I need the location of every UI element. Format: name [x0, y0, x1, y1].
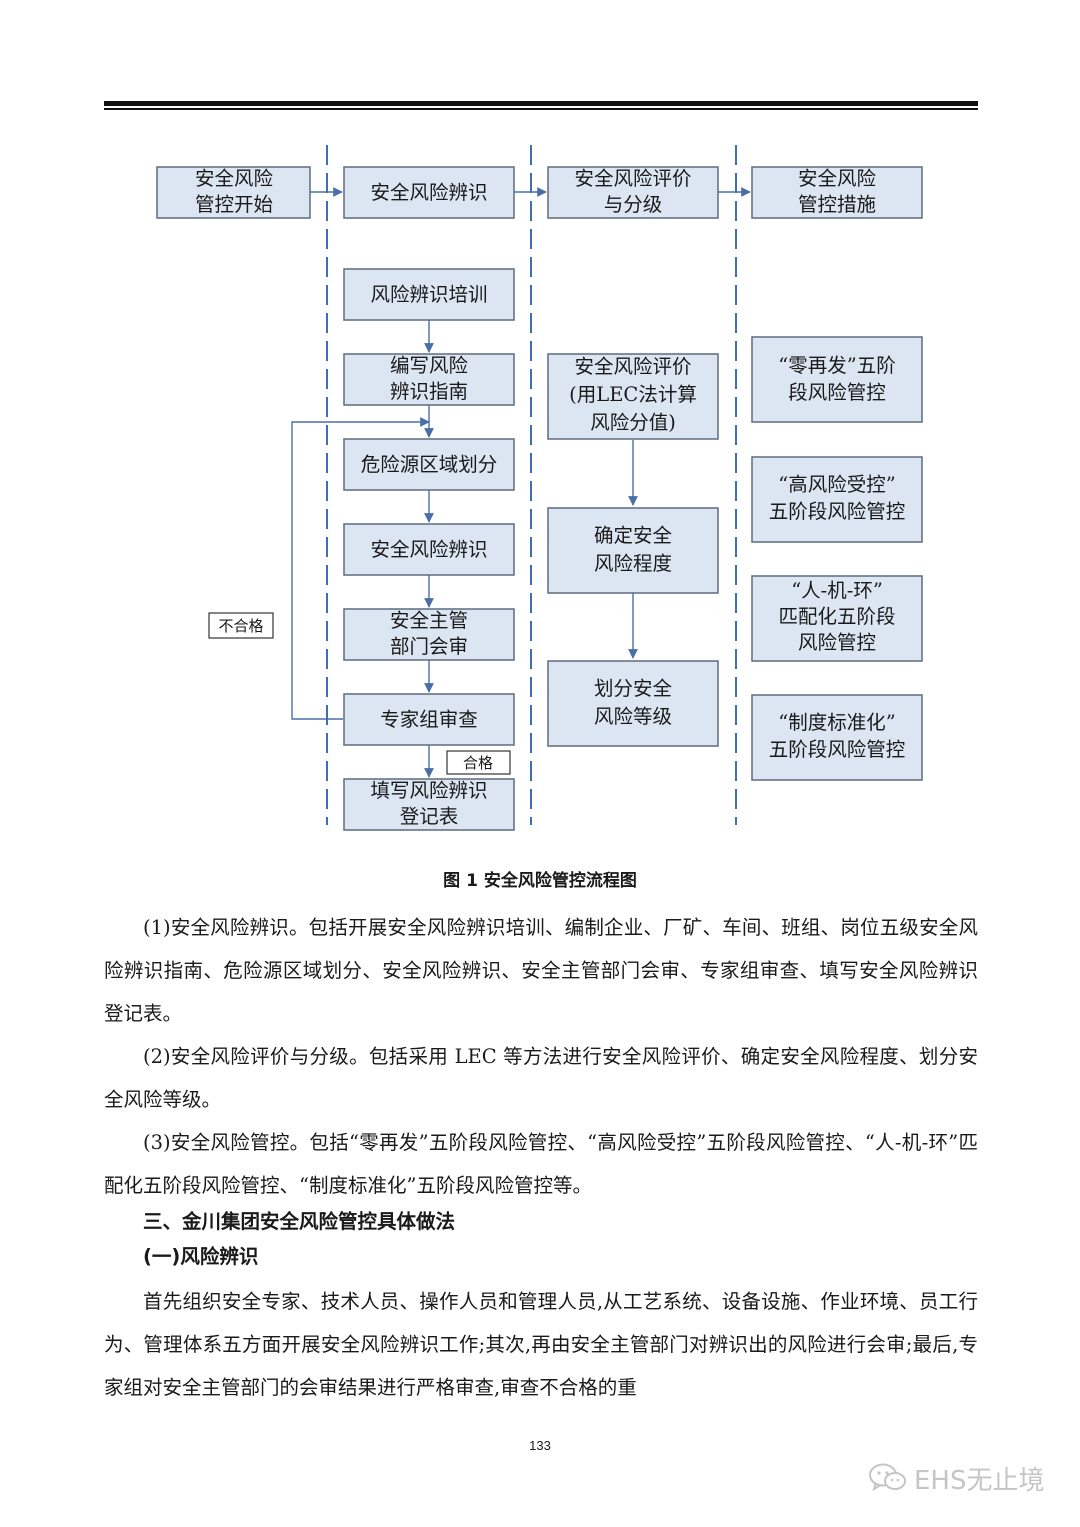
c1-step-register: 填写风险辨识登记表 [343, 778, 515, 831]
header-rule-thin [104, 108, 978, 110]
c3-item-zero-recurrence-text: “零再发”五阶段风险管控 [778, 354, 895, 404]
fail-tag-text: 不合格 [218, 617, 263, 635]
c3-item-man-machine-env: “人-机-环”匹配化五阶段风险管控 [751, 575, 923, 662]
col1-header-box: 安全风险辨识 [343, 166, 515, 219]
paragraph-3: (3)安全风险管控。包括“零再发”五阶段风险管控、“高风险受控”五阶段风险管控、… [104, 1131, 978, 1197]
c1-step-zoning: 危险源区域划分 [343, 438, 515, 491]
c2-step-evaluate: 安全风险评价(用LEC法计算风险分值) [547, 353, 719, 440]
page-number: 133 [529, 1438, 551, 1453]
col1-header-text: 安全风险辨识 [370, 181, 487, 204]
c2-step-degree: 确定安全风险程度 [547, 507, 719, 594]
pass-tag: 合格 [446, 750, 511, 775]
col2-header-text: 安全风险评价与分级 [574, 167, 691, 216]
col3-header-text: 安全风险管控措施 [798, 167, 877, 216]
header-rule-thick [104, 101, 978, 106]
c1-step-training-text: 风险辨识培训 [370, 283, 487, 306]
section-heading: 三、金川集团安全风险管控具体做法 [143, 1210, 456, 1233]
c3-item-standardization-text: “制度标准化”五阶段风险管控 [769, 711, 906, 761]
wechat-icon [869, 1463, 906, 1492]
c3-item-zero-recurrence: “零再发”五阶段风险管控 [751, 336, 923, 423]
feedback-loop-line [291, 417, 430, 720]
c1-step-review-text: 安全主管部门会审 [390, 609, 468, 658]
c1-step-guide-text: 编写风险辨识指南 [390, 354, 469, 403]
paragraph-2: (2)安全风险评价与分级。包括采用 LEC 等方法进行安全风险评价、确定安全风险… [104, 1045, 978, 1111]
c2-step-grade: 划分安全风险等级 [547, 660, 719, 747]
paragraph-4: 首先组织安全专家、技术人员、操作人员和管理人员,从工艺系统、设备设施、作业环境、… [104, 1290, 978, 1399]
start-box: 安全风险管控开始 [156, 166, 311, 219]
c1-step-expert-text: 专家组审查 [380, 708, 478, 731]
watermark-text: EHS无止境 [914, 1465, 1045, 1496]
safety-risk-flowchart: 安全风险管控开始 安全风险辨识 安全风险评价与分级 安全风险管控措施 风险辨识培… [156, 145, 923, 831]
c1-step-zoning-text: 危险源区域划分 [361, 453, 498, 476]
c1-step-identify: 安全风险辨识 [343, 523, 515, 576]
c3-item-high-risk-text: “高风险受控”五阶段风险管控 [769, 473, 906, 523]
c3-item-high-risk: “高风险受控”五阶段风险管控 [751, 456, 923, 543]
c1-step-training: 风险辨识培训 [343, 268, 515, 321]
watermark: EHS无止境 [868, 1456, 1044, 1500]
c1-step-register-text: 填写风险辨识登记表 [370, 779, 487, 828]
c1-step-identify-text: 安全风险辨识 [370, 538, 487, 561]
c1-step-expert: 专家组审查 [343, 693, 515, 746]
c2-step-grade-text: 划分安全风险等级 [594, 677, 673, 728]
figure-caption: 图 1 安全风险管控流程图 [443, 871, 637, 891]
paragraph-1: (1)安全风险辨识。包括开展安全风险辨识培训、编制企业、厂矿、车间、班组、岗位五… [104, 916, 978, 1025]
fail-tag: 不合格 [208, 612, 274, 639]
c2-step-evaluate-text: 安全风险评价(用LEC法计算风险分值) [569, 355, 697, 434]
c2-step-degree-text: 确定安全风险程度 [594, 524, 673, 575]
c1-step-guide: 编写风险辨识指南 [343, 353, 515, 406]
subsection-heading: (一)风险辨识 [143, 1245, 259, 1268]
c3-item-standardization: “制度标准化”五阶段风险管控 [751, 694, 923, 781]
pass-tag-text: 合格 [463, 754, 493, 772]
col3-header-box: 安全风险管控措施 [751, 166, 923, 219]
c1-step-review: 安全主管部门会审 [343, 608, 515, 661]
start-box-text: 安全风险管控开始 [195, 167, 274, 216]
c3-item-man-machine-env-text: “人-机-环”匹配化五阶段风险管控 [778, 579, 895, 654]
col2-header-box: 安全风险评价与分级 [547, 166, 719, 219]
